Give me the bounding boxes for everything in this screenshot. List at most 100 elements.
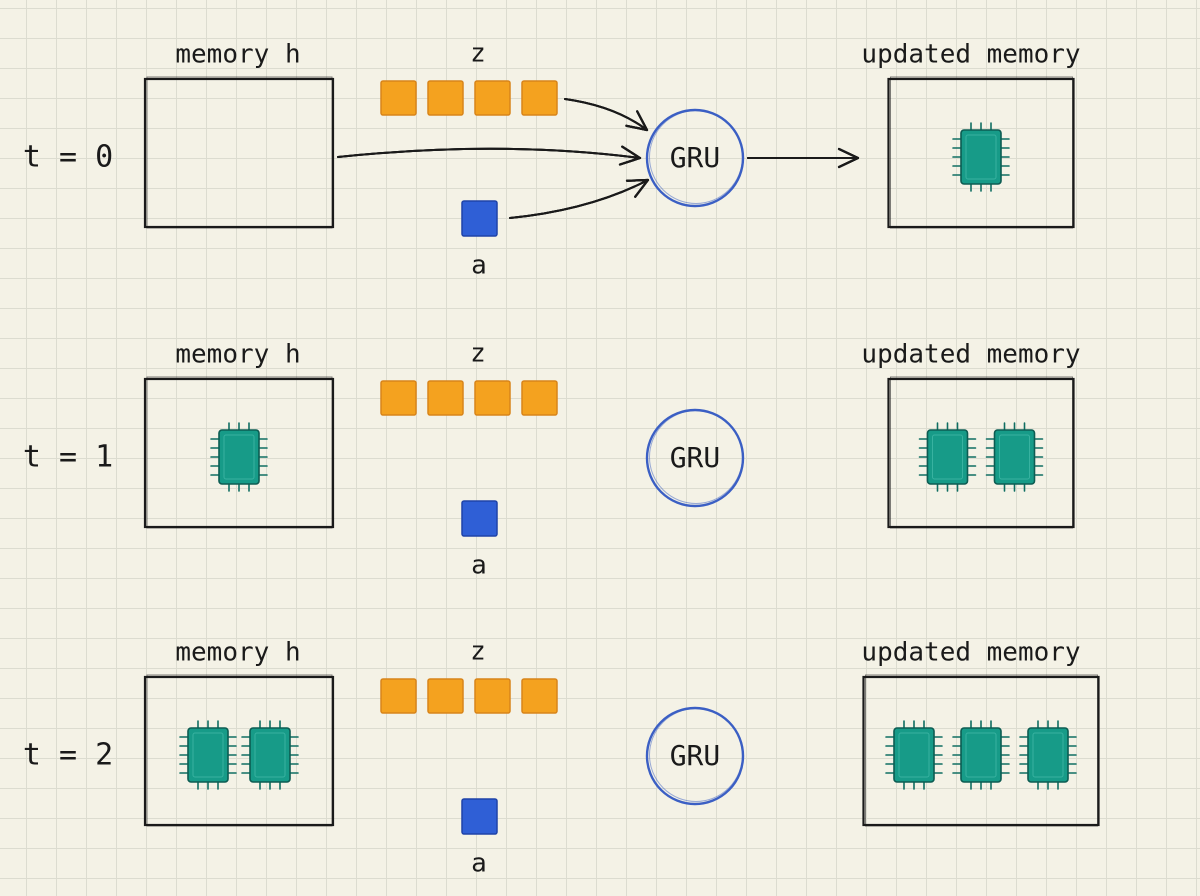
chip-icon [985, 422, 1044, 492]
gru-circle-sketch [649, 110, 743, 204]
z-vector [380, 678, 558, 714]
z-square [427, 380, 464, 416]
chip-icon [918, 422, 977, 492]
chip-body [960, 129, 1002, 185]
chip-pins [985, 422, 1044, 492]
z-square [474, 380, 511, 416]
memory-box-outline-sketch [146, 76, 333, 229]
chip-body [993, 429, 1036, 485]
timestep-row-0: t = 0 memory h z a GRU updated memory [23, 39, 1081, 281]
memory-box-outline [143, 377, 335, 529]
chip-inner [192, 732, 224, 778]
time-label: t = 0 [23, 140, 113, 175]
memory-box [143, 376, 335, 529]
updated-memory-label: updated memory [861, 340, 1080, 370]
memory-label: memory h [175, 40, 300, 70]
chip-inner [898, 732, 930, 778]
gru-label: GRU [670, 739, 721, 772]
z-square [521, 678, 558, 714]
chip-body [187, 727, 229, 783]
updated-memory-label: updated memory [861, 638, 1080, 668]
memory-box [143, 674, 335, 827]
z-to-gru-arrow [564, 98, 649, 132]
updated-memory-box-outline-sketch [865, 674, 1098, 827]
memory-box [143, 76, 335, 229]
chip-body [1027, 727, 1069, 783]
chip-inner [965, 134, 997, 180]
z-square [474, 678, 511, 714]
z-vector [380, 80, 558, 116]
updated-memory-label: updated memory [861, 40, 1080, 70]
chip-pins [952, 122, 1010, 192]
chip-icon [952, 122, 1010, 192]
chip-body [926, 429, 969, 485]
z-square [474, 80, 511, 116]
time-label: t = 1 [23, 440, 113, 475]
gru-label: GRU [670, 441, 721, 474]
a-square [461, 500, 498, 537]
chip-pins [1019, 720, 1077, 790]
a-label: a [471, 551, 487, 581]
gru-label: GRU [670, 141, 721, 174]
a-square [461, 798, 498, 835]
chip-inner [1032, 732, 1064, 778]
z-to-gru-arrow [564, 98, 649, 132]
chip-inner [999, 434, 1030, 480]
chip-pins [179, 720, 237, 790]
chip-body [893, 727, 935, 783]
chip-inner [932, 434, 963, 480]
chip-pins [952, 720, 1010, 790]
updated-memory-box-outline-sketch [890, 376, 1073, 529]
updated-memory-box-outline [862, 675, 1100, 827]
a-to-gru-arrow [509, 178, 650, 219]
chip-body [249, 727, 291, 783]
z-square [521, 80, 558, 116]
gru-circle-sketch [649, 410, 743, 504]
chip-pins [918, 422, 977, 492]
z-vector [380, 380, 558, 416]
chip-body [960, 727, 1002, 783]
memory-label: memory h [175, 638, 300, 668]
z-label: z [470, 39, 486, 69]
chip-icon [210, 422, 268, 492]
a-to-gru-arrow [509, 178, 650, 219]
chip-icon [885, 720, 943, 790]
updated-memory-box [887, 376, 1075, 529]
a-label: a [471, 251, 487, 281]
z-square [380, 80, 417, 116]
updated-memory-box-outline [887, 377, 1075, 529]
gru-circle [645, 108, 745, 208]
chip-inner [254, 732, 286, 778]
updated-memory-box-outline-sketch [890, 76, 1073, 229]
chip-inner [223, 434, 255, 480]
chip-pins [210, 422, 268, 492]
z-square [380, 380, 417, 416]
chip-icon [1019, 720, 1077, 790]
a-to-gru-arrow [509, 178, 650, 219]
chip-icon [241, 720, 299, 790]
memory-label: memory h [175, 340, 300, 370]
z-to-gru-arrow [564, 98, 649, 132]
memory-to-gru-arrow [337, 145, 642, 166]
gru-circle-sketch [649, 708, 743, 802]
chip-icon [179, 720, 237, 790]
gru-circle [645, 408, 745, 508]
chip-icon [952, 720, 1010, 790]
z-label: z [470, 637, 486, 667]
time-label: t = 2 [23, 738, 113, 773]
gru-circle [645, 706, 745, 806]
z-square [427, 678, 464, 714]
chip-inner [965, 732, 997, 778]
memory-box-outline-sketch [146, 376, 333, 529]
updated-memory-box [887, 76, 1075, 229]
updated-memory-box-outline [887, 77, 1075, 229]
chip-pins [885, 720, 943, 790]
a-square [461, 200, 498, 237]
z-square [521, 380, 558, 416]
z-square [427, 80, 464, 116]
z-label: z [470, 339, 486, 369]
updated-memory-box [862, 674, 1100, 827]
